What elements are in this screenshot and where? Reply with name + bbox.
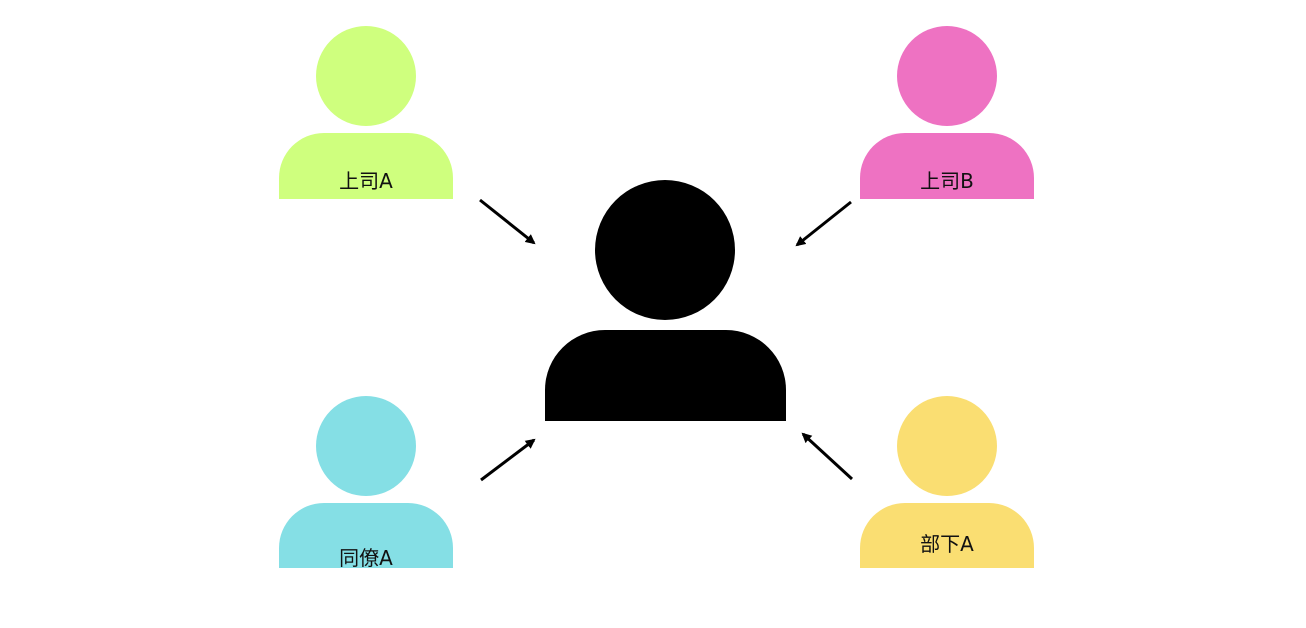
- person-label-boss-a: 上司A: [339, 169, 393, 193]
- person-body-boss-a: [279, 133, 453, 199]
- arrow-boss-a-to-center: [479, 198, 536, 245]
- person-label-subordinate-a: 部下A: [920, 532, 974, 556]
- person-head-boss-a: [316, 26, 416, 126]
- center-person-icon: [545, 180, 786, 421]
- arrow-colleague-a-to-center: [480, 438, 536, 482]
- person-head-boss-b: [897, 26, 997, 126]
- person-head-colleague-a: [316, 396, 416, 496]
- person-body-boss-b: [860, 133, 1034, 199]
- person-label-colleague-a: 同僚A: [339, 546, 393, 570]
- center-person-body: [545, 330, 786, 421]
- person-body-subordinate-a: [860, 503, 1034, 568]
- person-head-subordinate-a: [897, 396, 997, 496]
- person-subordinate-a: 部下A: [860, 396, 1034, 568]
- arrow-subordinate-a-to-center: [801, 432, 854, 481]
- center-person-head: [595, 180, 735, 320]
- person-body-colleague-a: [279, 503, 453, 568]
- person-boss-b: 上司B: [860, 26, 1034, 199]
- person-boss-a: 上司A: [279, 26, 453, 199]
- person-label-boss-b: 上司B: [920, 169, 974, 193]
- person-colleague-a: 同僚A: [279, 396, 453, 570]
- arrow-boss-b-to-center: [795, 200, 852, 247]
